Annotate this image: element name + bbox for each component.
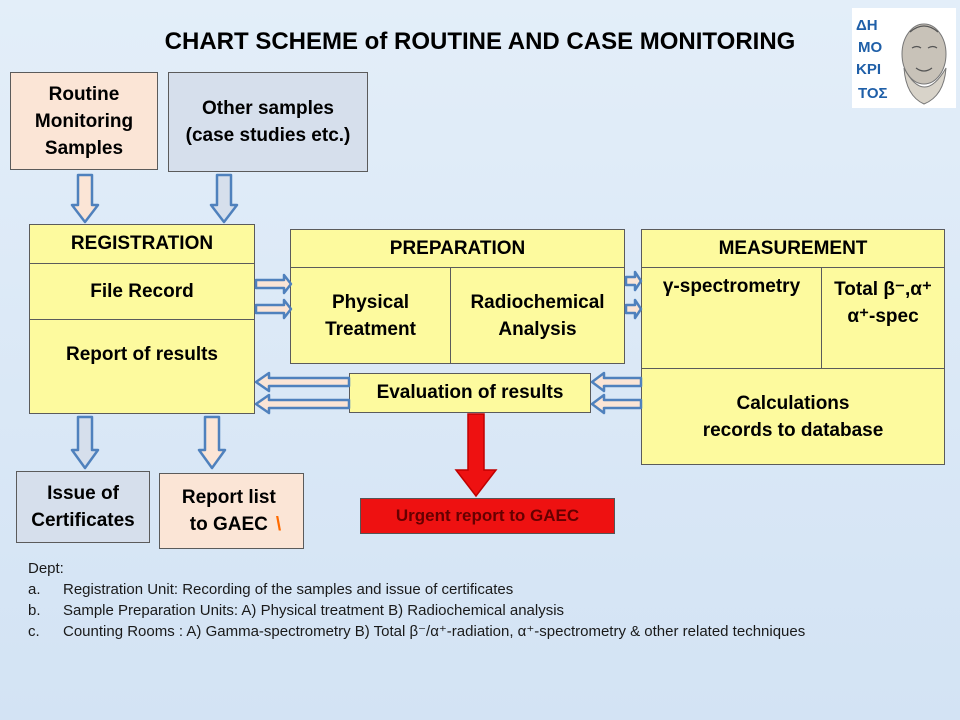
svg-text:ΚΡΙ: ΚΡΙ xyxy=(856,61,881,78)
preparation-box: PREPARATION Physical Treatment Radiochem… xyxy=(290,229,625,364)
evaluation-box: Evaluation of results xyxy=(349,373,591,413)
arrow-evaluation-to-registration-1 xyxy=(254,371,351,393)
arrow-registration-to-preparation-1 xyxy=(254,273,293,295)
measurement-box: MEASUREMENT γ-spectrometry Total β⁻,α⁺ α… xyxy=(641,229,945,465)
issue-certificates-box: Issue of Certificates xyxy=(16,471,150,543)
other-samples-box: Other samples (case studies etc.) xyxy=(168,72,368,172)
routine-samples-box: Routine Monitoring Samples xyxy=(10,72,158,170)
arrow-registration-to-preparation-2 xyxy=(254,298,293,320)
svg-text:ΤΟΣ: ΤΟΣ xyxy=(858,85,888,102)
report-list-mark: \ xyxy=(275,514,282,535)
note-marker: b. xyxy=(28,602,41,619)
physical-treatment-label: Physical Treatment xyxy=(291,268,451,363)
arrow-evaluation-to-registration-2 xyxy=(254,393,351,415)
routine-samples-label: Routine Monitoring Samples xyxy=(34,83,134,159)
note-text: Counting Rooms : A) Gamma-spectrometry B… xyxy=(63,623,806,640)
urgent-report-box: Urgent report to GAEC xyxy=(360,498,615,534)
notes-heading: Dept: xyxy=(28,560,64,577)
calculations-label: Calculations records to database xyxy=(642,368,944,464)
preparation-header: PREPARATION xyxy=(291,230,624,268)
arrow-other-to-registration xyxy=(209,173,239,224)
issue-certificates-label: Issue of Certificates xyxy=(31,483,135,531)
note-item: c. Counting Rooms : A) Gamma-spectrometr… xyxy=(28,621,883,642)
arrow-routine-to-registration xyxy=(70,173,100,224)
note-item: b. Sample Preparation Units: A) Physical… xyxy=(28,600,883,621)
report-list-box: Report list to GAEC\ xyxy=(159,473,304,549)
other-samples-label: Other samples (case studies etc.) xyxy=(185,98,351,146)
svg-text:ΜΟ: ΜΟ xyxy=(858,39,882,56)
report-list-label: Report list to GAEC xyxy=(181,487,276,535)
evaluation-label: Evaluation of results xyxy=(376,382,564,403)
measurement-header: MEASUREMENT xyxy=(642,230,944,268)
registration-box: REGISTRATION File Record Report of resul… xyxy=(29,224,255,414)
page-title: CHART SCHEME of ROUTINE AND CASE MONITOR… xyxy=(164,28,796,55)
svg-text:ΔΗ: ΔΗ xyxy=(856,17,878,34)
file-record-label: File Record xyxy=(30,264,254,320)
urgent-report-label: Urgent report to GAEC xyxy=(395,506,580,525)
arrow-preparation-to-measurement-1 xyxy=(624,270,643,292)
report-of-results-label: Report of results xyxy=(65,343,219,365)
arrow-preparation-to-measurement-2 xyxy=(624,298,643,320)
demokritos-logo: ΔΗ ΜΟ ΚΡΙ ΤΟΣ xyxy=(852,8,956,108)
note-text: Sample Preparation Units: A) Physical tr… xyxy=(63,602,565,619)
arrow-registration-to-certificates xyxy=(70,415,100,470)
note-text: Registration Unit: Recording of the samp… xyxy=(63,581,514,598)
arrow-measurement-to-evaluation-1 xyxy=(590,371,643,393)
note-marker: a. xyxy=(28,581,41,598)
arrow-measurement-to-evaluation-2 xyxy=(590,393,643,415)
radiochemical-analysis-label: Radiochemical Analysis xyxy=(470,291,605,340)
note-item: a. Registration Unit: Recording of the s… xyxy=(28,579,883,600)
registration-header: REGISTRATION xyxy=(30,225,254,264)
arrow-registration-to-report-list xyxy=(197,415,227,470)
total-beta-alpha-label: Total β⁻,α⁺ α⁺-spec xyxy=(834,279,932,327)
note-marker: c. xyxy=(28,623,40,640)
arrow-evaluation-to-urgent xyxy=(454,413,498,498)
department-notes: Dept: a. Registration Unit: Recording of… xyxy=(28,558,883,642)
gamma-spectrometry-label: γ-spectrometry xyxy=(642,268,822,368)
